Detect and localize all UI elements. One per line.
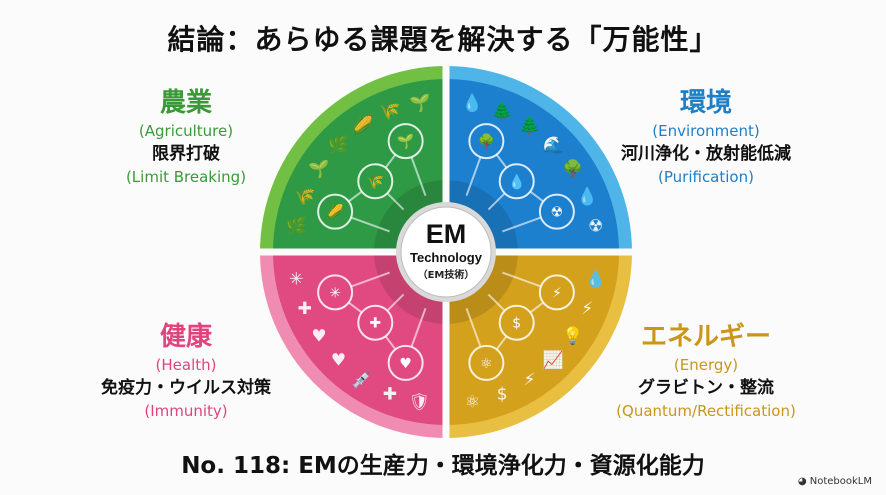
health-outer-icon: ♥	[331, 350, 346, 370]
energy-node	[538, 274, 575, 311]
agriculture-desc: 限界打破	[152, 144, 220, 164]
energy-outer-icon: 💡	[562, 326, 583, 347]
notebooklm-logo: ◕ NotebookLM	[797, 476, 872, 487]
health-node-icon: ✳	[329, 285, 341, 301]
environment-title: 環境	[679, 88, 732, 118]
agriculture-outer-icon: 🌾	[379, 102, 400, 122]
energy-en: (Energy)	[673, 356, 739, 374]
center-em-jp: （EM技術）	[418, 268, 475, 281]
environment-node	[498, 163, 535, 200]
environment-label: 環境 (Environment) 河川浄化・放射能低減 (Purificatio…	[596, 86, 816, 189]
health-label: 健康 (Health) 免疫力・ウイルス対策 (Immunity)	[76, 320, 296, 423]
energy-node-icon: $	[512, 316, 521, 332]
agriculture-outer-icon: 🌱	[308, 159, 329, 179]
health-node	[387, 344, 424, 381]
agriculture-node-icon: 🌱	[397, 133, 414, 150]
agriculture-node	[387, 123, 424, 160]
environment-en: (Environment)	[652, 122, 760, 140]
energy-desc: グラビトン・整流	[638, 378, 774, 398]
energy-title: エネルギー	[640, 322, 771, 352]
health-outer-icon: ✚	[298, 299, 312, 319]
agriculture-node	[357, 163, 394, 200]
agriculture-outer-icon: 🌱	[409, 93, 430, 113]
energy-outer-icon: 📈	[543, 349, 564, 370]
health-title: 健康	[159, 322, 212, 352]
environment-outer-icon: ☢	[588, 217, 603, 237]
environment-outer-icon: 💧	[462, 92, 483, 113]
energy-node-icon: ⚛	[480, 356, 493, 372]
energy-node-icon: ⚡	[552, 285, 562, 301]
energy-outer-icon: $	[497, 384, 508, 404]
agriculture-en: (Agriculture)	[138, 122, 234, 140]
environment-outer-icon: 🌊	[543, 135, 564, 156]
energy-node	[498, 304, 535, 341]
environment-node	[468, 123, 505, 160]
health-outer-icon: ✚	[383, 384, 397, 404]
environment-sub: (Purification)	[658, 168, 754, 186]
health-node-icon: ✚	[369, 316, 381, 332]
energy-sub: (Quantum/Rectification)	[616, 402, 796, 420]
health-outer-icon: 🛡	[409, 393, 431, 413]
energy-node	[468, 344, 505, 381]
footer-caption: No. 118: EMの生産力・環境浄化力・資源化能力	[181, 453, 705, 479]
environment-node	[538, 193, 575, 230]
agriculture-node	[317, 193, 354, 230]
brand-label: NotebookLM	[809, 476, 872, 487]
agriculture-outer-icon: 🌽	[352, 115, 373, 136]
health-outer-icon: ♥	[311, 327, 326, 347]
environment-node-icon: 💧	[508, 173, 525, 190]
health-outer-icon: 💉	[352, 369, 373, 390]
center-hub	[400, 206, 492, 298]
health-desc: 免疫力・ウイルス対策	[101, 378, 271, 398]
health-sub: (Immunity)	[144, 402, 228, 420]
health-node	[357, 304, 394, 341]
environment-outer-icon: 🌲	[492, 101, 513, 122]
agriculture-outer-icon: 🌿	[328, 135, 349, 156]
slide-title: 結論：あらゆる課題を解決する「万能性」	[167, 23, 719, 56]
center-em: EM	[426, 219, 467, 249]
agriculture-node-icon: 🌾	[367, 173, 384, 190]
environment-desc: 河川浄化・放射能低減	[621, 144, 791, 164]
agriculture-node-icon: 🌽	[326, 203, 343, 221]
health-outer-icon: ✳	[289, 269, 303, 289]
environment-outer-icon: 🌲	[519, 115, 540, 136]
health-node-icon: ♥	[399, 356, 412, 372]
energy-outer-icon: ⚡	[524, 370, 536, 390]
energy-outer-icon: ⚡	[581, 299, 593, 319]
health-en: (Health)	[155, 356, 217, 374]
energy-outer-icon: 💧	[585, 268, 606, 289]
agriculture-title: 農業	[159, 88, 212, 118]
energy-outer-icon: ⚛	[465, 393, 480, 413]
energy-label: エネルギー (Energy) グラビトン・整流 (Quantum/Rectifi…	[596, 320, 816, 423]
agriculture-sub: (Limit Breaking)	[125, 168, 247, 186]
environment-node-icon: 🌳	[478, 132, 495, 150]
environment-outer-icon: 💧	[577, 186, 598, 207]
environment-node-icon: ☢	[551, 205, 564, 221]
agriculture-label: 農業 (Agriculture) 限界打破 (Limit Breaking)	[76, 86, 296, 189]
center-technology: Technology	[410, 250, 483, 265]
environment-outer-icon: 🌳	[562, 158, 583, 179]
agriculture-outer-icon: 🌾	[294, 187, 315, 207]
agriculture-outer-icon: 🌿	[286, 216, 307, 237]
health-node	[317, 274, 354, 311]
